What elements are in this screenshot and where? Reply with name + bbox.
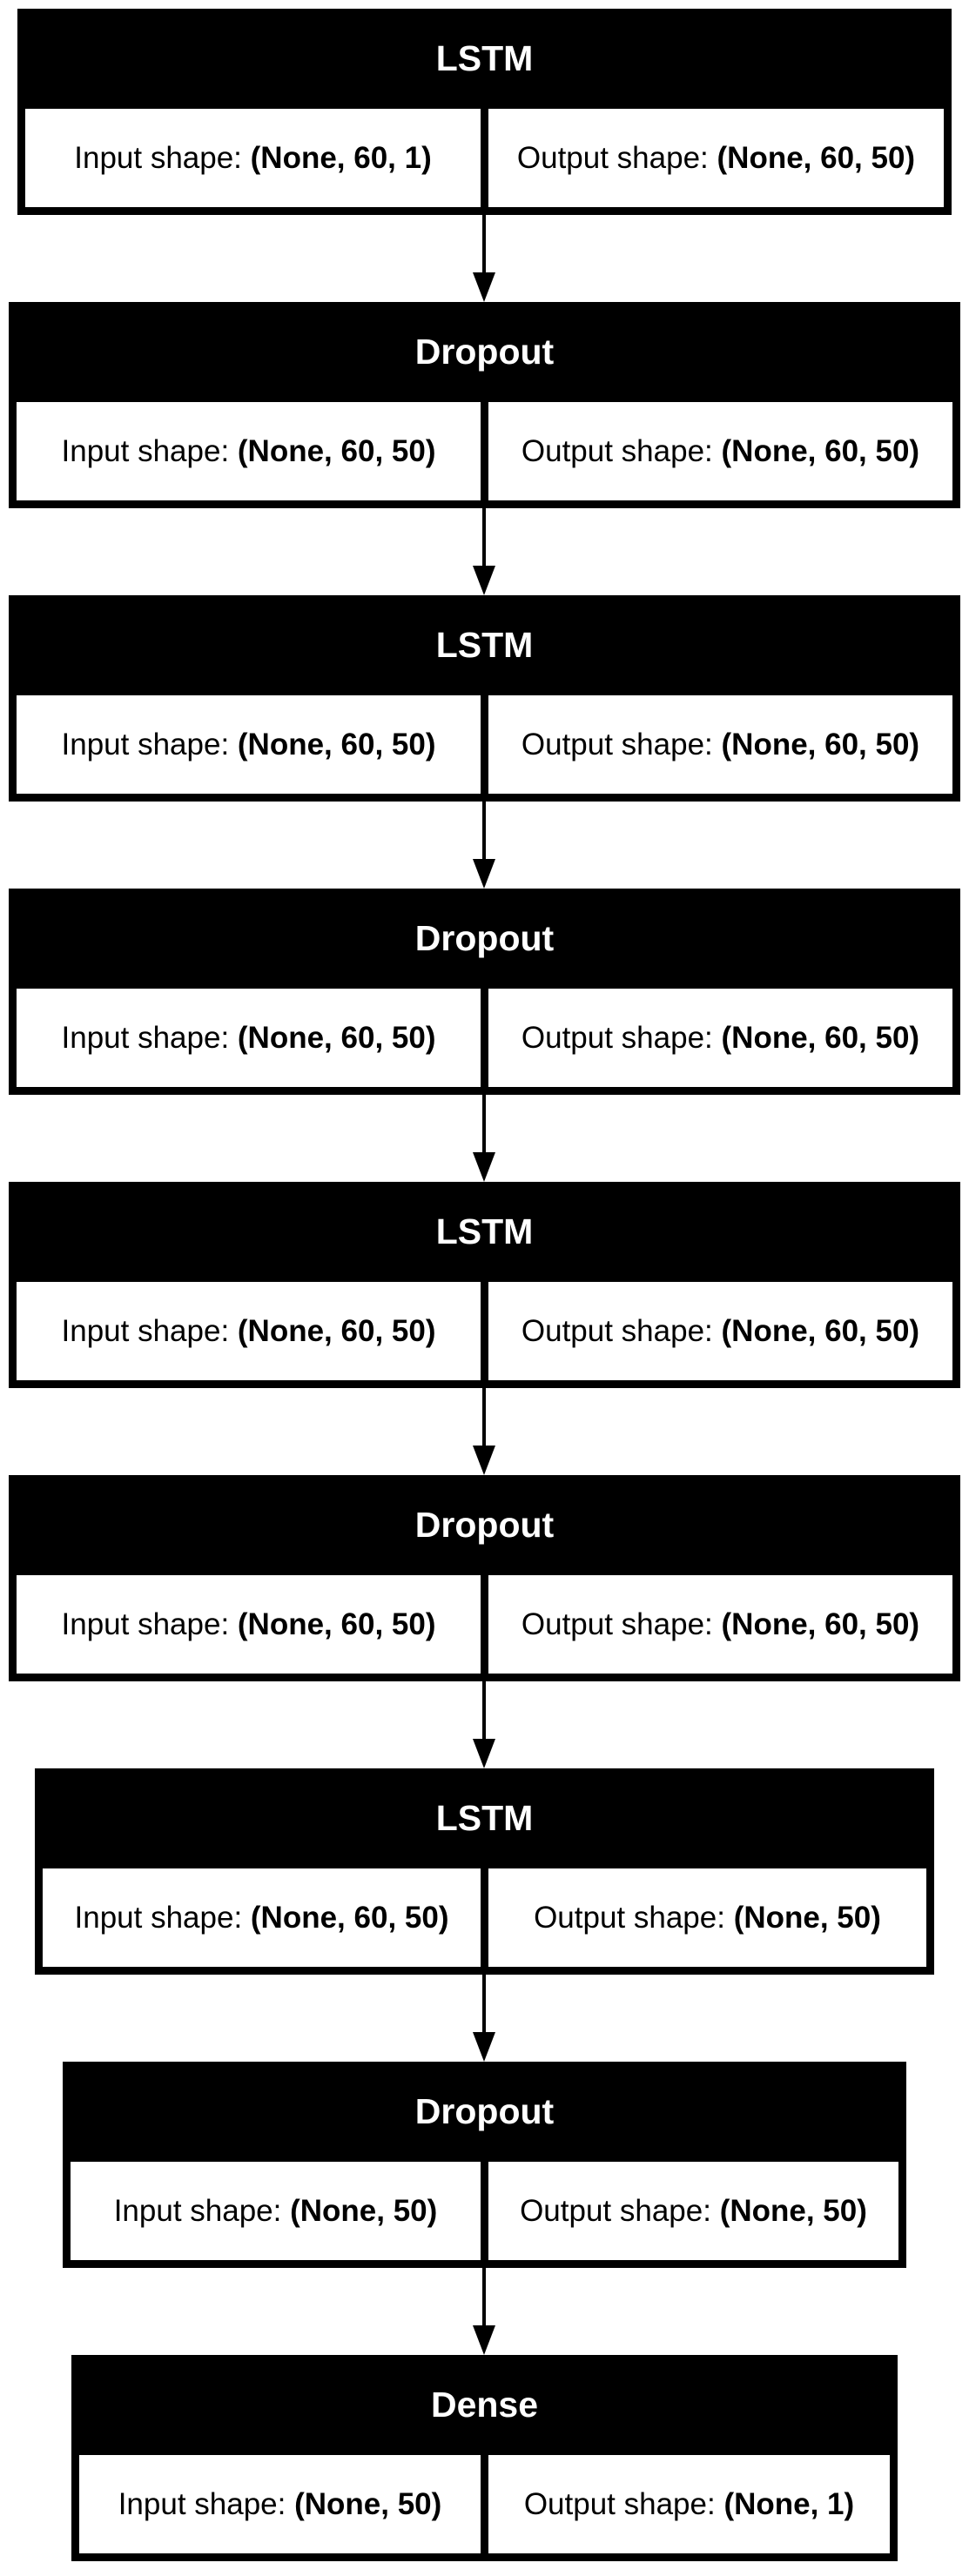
output-shape-label: Output shape:: [521, 1607, 713, 1641]
arrow-head-icon: [473, 1446, 495, 1475]
input-shape-cell: Input shape: (None, 60, 50): [43, 1868, 481, 1967]
output-shape-cell: Output shape: (None, 1): [488, 2455, 890, 2553]
layer-name: LSTM: [435, 1798, 534, 1838]
output-shape-value: (None, 60, 50): [721, 1020, 920, 1055]
layer-name: Dense: [430, 2385, 539, 2425]
arrow-head-icon: [473, 859, 495, 889]
input-shape-label: Input shape:: [61, 1607, 230, 1641]
output-shape-value: (None, 60, 50): [721, 727, 920, 761]
output-shape-label: Output shape:: [521, 1313, 713, 1348]
input-shape-cell: Input shape: (None, 50): [79, 2455, 481, 2553]
input-shape-label: Input shape:: [61, 1020, 230, 1055]
output-shape-label: Output shape:: [520, 2193, 711, 2228]
layer-box-dropout-1: Dropout Input shape: (None, 60, 50) Outp…: [9, 302, 960, 508]
output-shape-label: Output shape:: [516, 140, 709, 175]
input-shape-value: (None, 60, 50): [237, 1313, 436, 1348]
output-shape-label: Output shape:: [534, 1900, 725, 1935]
input-shape-cell: Input shape: (None, 60, 50): [17, 1575, 481, 1674]
layer-name: Dropout: [414, 332, 555, 372]
output-shape-cell: Output shape: (None, 50): [488, 2162, 898, 2260]
output-shape-cell: Output shape: (None, 60, 50): [488, 1575, 952, 1674]
input-shape-cell: Input shape: (None, 60, 1): [25, 109, 481, 207]
input-shape-label: Input shape:: [74, 1900, 243, 1935]
layer-name: LSTM: [435, 1211, 534, 1251]
output-shape-value: (None, 50): [733, 1900, 881, 1935]
arrow-head-icon: [473, 2032, 495, 2062]
input-shape-cell: Input shape: (None, 60, 50): [17, 1282, 481, 1380]
input-shape-value: (None, 60, 50): [250, 1900, 449, 1935]
output-shape-label: Output shape:: [521, 433, 713, 468]
layer-box-dense: Dense Input shape: (None, 50) Output sha…: [71, 2355, 898, 2561]
input-shape-label: Input shape:: [61, 433, 230, 468]
input-shape-value: (None, 60, 50): [237, 433, 436, 468]
input-shape-value: (None, 50): [294, 2486, 442, 2521]
input-shape-value: (None, 60, 50): [237, 1607, 436, 1641]
input-shape-cell: Input shape: (None, 50): [71, 2162, 481, 2260]
output-shape-cell: Output shape: (None, 60, 50): [488, 109, 944, 207]
layer-name: LSTM: [435, 38, 534, 78]
input-shape-cell: Input shape: (None, 60, 50): [17, 695, 481, 794]
input-shape-label: Input shape:: [61, 727, 230, 761]
output-shape-label: Output shape:: [523, 2486, 716, 2521]
arrow-head-icon: [473, 2325, 495, 2355]
output-shape-value: (None, 60, 50): [721, 1607, 920, 1641]
layer-box-dropout-3: Dropout Input shape: (None, 60, 50) Outp…: [9, 1475, 960, 1681]
layer-name: Dropout: [414, 918, 555, 958]
output-shape-value: (None, 60, 50): [721, 433, 920, 468]
arrow-head-icon: [473, 272, 495, 302]
output-shape-value: (None, 50): [719, 2193, 867, 2228]
arrow-head-icon: [473, 1152, 495, 1182]
output-shape-label: Output shape:: [521, 1020, 713, 1055]
output-shape-value: (None, 60, 50): [717, 140, 916, 175]
input-shape-value: (None, 60, 50): [237, 727, 436, 761]
output-shape-value: (None, 60, 50): [721, 1313, 920, 1348]
layer-name: Dropout: [414, 2091, 555, 2131]
layer-box-lstm-3: LSTM Input shape: (None, 60, 50) Output …: [9, 1182, 960, 1388]
layer-box-lstm-4: LSTM Input shape: (None, 60, 50) Output …: [35, 1768, 934, 1975]
layer-name: Dropout: [414, 1505, 555, 1545]
output-shape-label: Output shape:: [521, 727, 713, 761]
layer-box-lstm-1: LSTM Input shape: (None, 60, 1) Output s…: [17, 9, 952, 215]
input-shape-value: (None, 50): [290, 2193, 438, 2228]
input-shape-label: Input shape:: [118, 2486, 286, 2521]
input-shape-label: Input shape:: [113, 2193, 282, 2228]
output-shape-cell: Output shape: (None, 60, 50): [488, 989, 952, 1087]
input-shape-cell: Input shape: (None, 60, 50): [17, 989, 481, 1087]
input-shape-value: (None, 60, 1): [250, 140, 432, 175]
input-shape-label: Input shape:: [74, 140, 242, 175]
arrow-head-icon: [473, 1739, 495, 1768]
layer-name: LSTM: [435, 625, 534, 665]
layer-box-dropout-2: Dropout Input shape: (None, 60, 50) Outp…: [9, 889, 960, 1095]
input-shape-label: Input shape:: [61, 1313, 230, 1348]
output-shape-value: (None, 1): [723, 2486, 855, 2521]
output-shape-cell: Output shape: (None, 60, 50): [488, 1282, 952, 1380]
layer-box-lstm-2: LSTM Input shape: (None, 60, 50) Output …: [9, 595, 960, 802]
output-shape-cell: Output shape: (None, 50): [488, 1868, 926, 1967]
output-shape-cell: Output shape: (None, 60, 50): [488, 695, 952, 794]
layer-box-dropout-4: Dropout Input shape: (None, 50) Output s…: [63, 2062, 906, 2268]
output-shape-cell: Output shape: (None, 60, 50): [488, 402, 952, 500]
arrow-head-icon: [473, 566, 495, 595]
input-shape-cell: Input shape: (None, 60, 50): [17, 402, 481, 500]
input-shape-value: (None, 60, 50): [237, 1020, 436, 1055]
